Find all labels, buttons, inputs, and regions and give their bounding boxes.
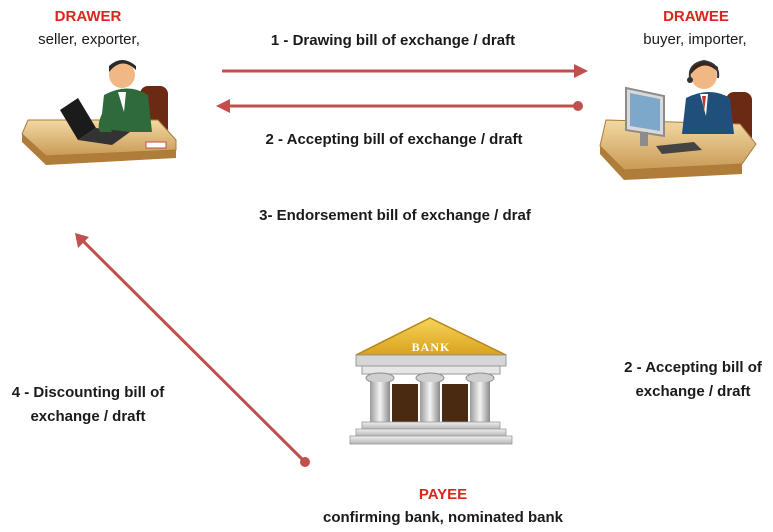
drawee-title: DRAWEE [663, 8, 729, 25]
drawee-subtitle: buyer, importer, [643, 31, 747, 48]
arrow-discounting [75, 233, 310, 467]
bank-building-icon: BANK [349, 317, 513, 445]
step-4-label: 4 - Discounting bill of exchange / draft [4, 381, 172, 429]
step-2-label-top: 2 - Accepting bill of exchange / draft [265, 131, 523, 148]
step-4-line-1: 4 - Discounting bill of [11, 384, 165, 401]
drawer-subtitle: seller, exporter, [38, 31, 140, 48]
step-2-label-right: 2 - Accepting bill of exchange / draft [612, 356, 773, 404]
payee-title: PAYEE [418, 486, 468, 503]
drawer-person-at-desk-icon [21, 60, 177, 165]
drawer-title: DRAWER [54, 8, 122, 25]
step-4-line-2: exchange / draft [30, 408, 146, 425]
payee-subtitle: confirming bank, nominated bank [322, 509, 564, 526]
arrow-drawing [222, 64, 588, 78]
bank-sign-text: BANK [412, 340, 451, 354]
step-2-right-line-1: 2 - Accepting bill of [624, 359, 762, 376]
step-3-label: 3- Endorsement bill of exchange / draf [259, 207, 531, 224]
arrow-accepting [216, 99, 583, 113]
step-2-right-line-2: exchange / draft [635, 383, 751, 400]
drawee-person-with-headset-icon [599, 59, 757, 180]
step-1-label: 1 - Drawing bill of exchange / draft [270, 32, 516, 49]
